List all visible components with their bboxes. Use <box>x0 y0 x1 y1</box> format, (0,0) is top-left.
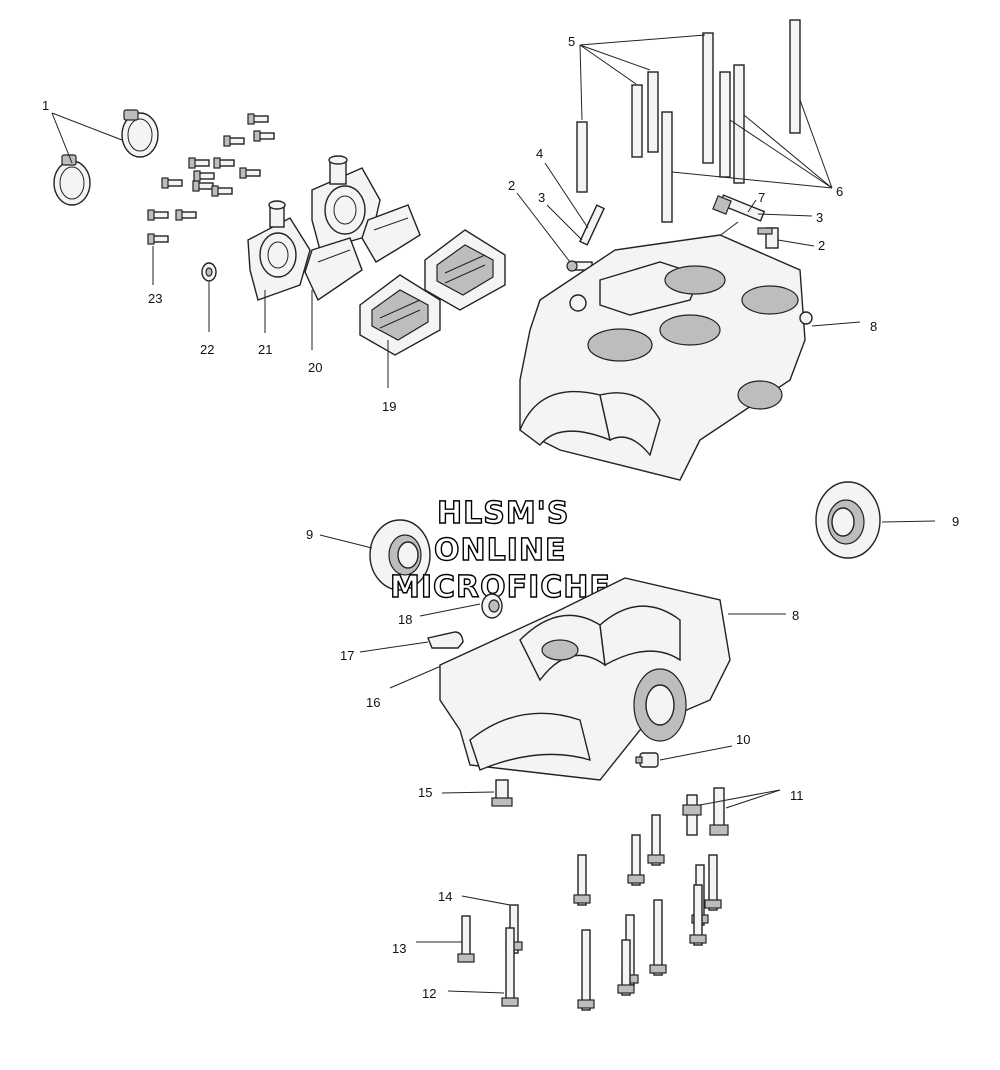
plug-18 <box>481 593 503 619</box>
leader-6d <box>799 99 833 189</box>
leader-6c <box>743 114 833 189</box>
leader-11a <box>699 789 781 806</box>
fitting-22 <box>201 262 217 282</box>
callout-4a: 4 <box>536 146 543 161</box>
leader-5c <box>579 44 651 71</box>
callout-7: 7 <box>758 190 765 205</box>
watermark-line-3: MICROFICHE <box>390 570 611 605</box>
leader-11b <box>725 789 781 809</box>
plug-7-right <box>712 194 766 222</box>
plug-15 <box>491 779 513 807</box>
deflector-right <box>361 204 421 263</box>
bolt-cluster-23 <box>147 113 275 245</box>
reed-valve-left <box>359 274 441 356</box>
callout-9b: 9 <box>952 514 959 529</box>
leader-5b <box>579 44 637 85</box>
seal-left <box>369 519 431 591</box>
callout-1: 1 <box>42 98 49 113</box>
leader-2a <box>516 192 571 263</box>
crankcase-bolts <box>505 814 722 1011</box>
callout-3b: 3 <box>816 210 823 225</box>
leader-3b <box>757 213 813 217</box>
leader-10 <box>659 745 733 761</box>
leader-12 <box>447 990 505 994</box>
callout-9a: 9 <box>306 527 313 542</box>
bolts-11 <box>682 787 729 836</box>
intake-manifold-left <box>247 200 311 301</box>
leader-6b <box>729 119 833 189</box>
callout-13: 13 <box>392 941 406 956</box>
deflector-left <box>304 237 363 302</box>
callout-5: 5 <box>568 34 575 49</box>
leader-5d <box>579 34 706 46</box>
leader-4a <box>544 162 589 229</box>
callout-21: 21 <box>258 342 272 357</box>
leader-18 <box>419 603 481 617</box>
callout-8a: 8 <box>870 319 877 334</box>
callout-16: 16 <box>366 695 380 710</box>
watermark-line-1: HLSM'S <box>437 496 569 531</box>
cylinder-studs <box>576 19 801 223</box>
callout-6: 6 <box>836 184 843 199</box>
leader-5a <box>579 44 583 121</box>
leader-15 <box>441 791 495 794</box>
leader-2b <box>777 239 815 247</box>
leader-17 <box>359 641 429 653</box>
bolt-13 <box>457 915 475 963</box>
callout-3a: 3 <box>538 190 545 205</box>
callout-23: 23 <box>148 291 162 306</box>
plug-4-left <box>578 204 606 246</box>
callout-2a: 2 <box>508 178 515 193</box>
leader-1b <box>51 112 73 164</box>
callout-20: 20 <box>308 360 322 375</box>
drain-plug-10 <box>635 752 659 768</box>
leader-1 <box>51 112 123 141</box>
callout-14: 14 <box>438 889 452 904</box>
callout-10: 10 <box>736 732 750 747</box>
lower-crankcase <box>439 577 731 781</box>
hose-clamp-upper <box>121 109 159 158</box>
callout-22: 22 <box>200 342 214 357</box>
callout-15: 15 <box>418 785 432 800</box>
callout-17: 17 <box>340 648 354 663</box>
callout-12: 12 <box>422 986 436 1001</box>
leader-9b <box>881 520 936 523</box>
reed-valve-right <box>424 229 506 311</box>
upper-crankcase <box>519 234 813 481</box>
watermark-line-2: ONLINE <box>434 533 567 568</box>
elbow-fitting-17 <box>427 631 464 649</box>
callout-19: 19 <box>382 399 396 414</box>
leader-7 <box>747 199 757 213</box>
leader-3a <box>546 204 583 241</box>
leader-14 <box>461 895 511 906</box>
callout-18: 18 <box>398 612 412 627</box>
leader-9a <box>319 534 373 549</box>
intake-manifold-right <box>311 155 381 251</box>
seal-right <box>815 481 881 559</box>
fitting-2-right <box>757 227 779 249</box>
callout-11: 11 <box>790 788 804 803</box>
callout-2b: 2 <box>818 238 825 253</box>
leader-6a <box>671 171 833 189</box>
bolt-12 <box>501 927 519 1007</box>
callout-8b: 8 <box>792 608 799 623</box>
leader-8a <box>811 321 861 327</box>
